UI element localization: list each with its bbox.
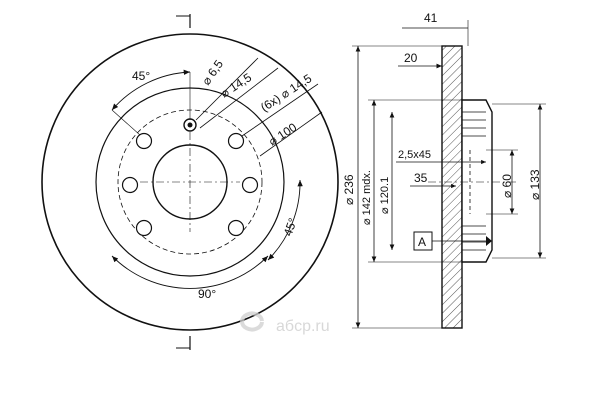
label-angle-bottom: 90°: [198, 287, 216, 301]
bolt-hole: [135, 219, 153, 237]
label-d-outer: ⌀ 236: [342, 174, 356, 205]
bolt-hole: [241, 176, 259, 194]
angle-arc-right: [267, 179, 303, 261]
watermark-text: aбcp.ru: [276, 318, 330, 335]
bolt-hole: [121, 176, 139, 194]
watermark-logo-icon: [240, 311, 264, 332]
leader-bolt-circle: [259, 111, 323, 157]
bolt-hole: [135, 132, 153, 150]
angle-arc-top: [111, 69, 191, 111]
small-hole-center: [187, 122, 193, 128]
label-d-hole: ⌀ 14,5: [218, 70, 254, 100]
label-d-hub-outer: ⌀ 120.1: [379, 177, 391, 214]
leader-hole: [199, 67, 279, 129]
label-angle-top: 45°: [132, 69, 150, 83]
label-d-inner: ⌀ 142 mdx.: [361, 170, 373, 225]
datum-triangle: [486, 236, 492, 246]
label-d-mid: ⌀ 133: [528, 169, 542, 200]
label-d-small-hole: ⌀ 6,5: [199, 57, 226, 88]
label-width-total: 41: [424, 11, 438, 25]
label-angle-right: 45°: [281, 216, 300, 238]
side-view: 41 20 ⌀ 236 ⌀ 142 mdx. ⌀ 120.1 2,5x45 35…: [342, 11, 546, 329]
label-d-bolt-circle: ⌀ 100: [266, 120, 300, 149]
label-datum: A: [418, 235, 426, 249]
leader-small-hole: [195, 57, 259, 121]
vent-ribs: [462, 111, 486, 251]
label-bolt-holes: (6x) ⌀ 14,5: [258, 71, 314, 114]
bolt-hole: [227, 219, 245, 237]
angle-arc-bottom: [111, 255, 269, 289]
disc-section: [441, 45, 463, 329]
leader-bolt-hole: [241, 83, 319, 137]
watermark: aбcp.ru: [240, 311, 330, 335]
label-chamfer: 2,5x45: [398, 149, 431, 161]
bolt-hole: [227, 132, 245, 150]
label-d-center: ⌀ 60: [500, 174, 514, 198]
label-height-hub: 35: [414, 171, 428, 185]
front-view: 45° 45° 90° ⌀ 6,5 ⌀ 14,5 (6x) ⌀ 14,5 ⌀ 1…: [41, 14, 339, 350]
disc-outer-edge: [41, 33, 339, 331]
angle-leg: [111, 109, 141, 136]
label-width-hub: 20: [404, 51, 418, 65]
